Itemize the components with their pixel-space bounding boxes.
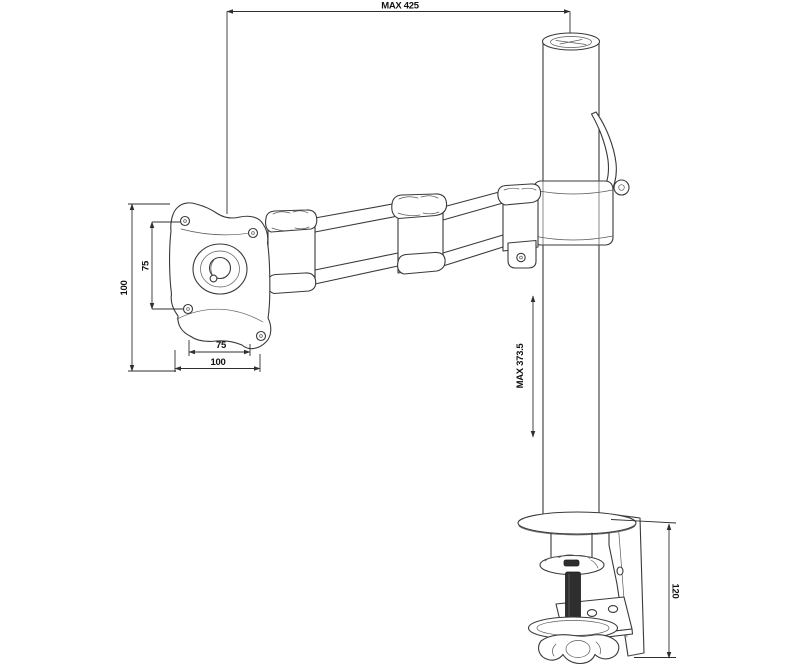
pole <box>533 32 630 517</box>
dimension-top-reach: MAX 425 <box>226 1 571 214</box>
dimension-label-top-reach: MAX 425 <box>381 1 420 12</box>
arm-joint-middle <box>391 193 448 275</box>
arm-link-1 <box>314 202 399 285</box>
clamp-flange <box>517 511 637 558</box>
clamp-top-pad <box>539 554 605 576</box>
vesa-screw-hole <box>179 215 191 227</box>
dimension-label-vesa-inner-width: 75 <box>216 340 227 351</box>
collar-knob <box>613 179 630 196</box>
arm-link-2 <box>442 190 504 267</box>
dimension-label-vesa-outer-width: 100 <box>211 357 226 368</box>
clamp-grip-knob <box>538 634 620 665</box>
clamp-screw-rod <box>565 571 581 627</box>
pole-top-cap <box>541 32 601 51</box>
vesa-center-hub <box>192 243 248 295</box>
vesa-screw-hole <box>182 303 194 315</box>
vesa-screw-hole <box>255 330 267 342</box>
pole-tube <box>542 41 600 517</box>
dimension-label-height-range: MAX 373.5 <box>515 343 526 389</box>
dimension-label-vesa-outer-height: 100 <box>119 281 130 296</box>
dimension-height-range: MAX 373.5 <box>515 295 536 438</box>
dimension-vesa-inner-width: 75 <box>188 340 251 356</box>
vesa-plate <box>169 202 272 350</box>
arm-joint-vesa <box>265 209 318 295</box>
dimension-label-clamp-height: 120 <box>670 584 681 599</box>
desk-clamp <box>517 511 645 665</box>
dimension-clamp-height: 120 <box>610 519 681 659</box>
dimension-vesa-outer-height: 100 <box>119 203 176 372</box>
pole-collar <box>533 179 630 246</box>
clamp-bracket <box>608 513 645 657</box>
arm-joint-pole <box>497 183 542 269</box>
vesa-screw-hole <box>247 227 259 239</box>
dimension-vesa-inner-height: 75 <box>141 221 183 310</box>
dimension-vesa-outer-width: 100 <box>174 350 261 372</box>
dimension-label-vesa-inner-height: 75 <box>141 260 152 271</box>
articulated-arm <box>240 183 542 295</box>
